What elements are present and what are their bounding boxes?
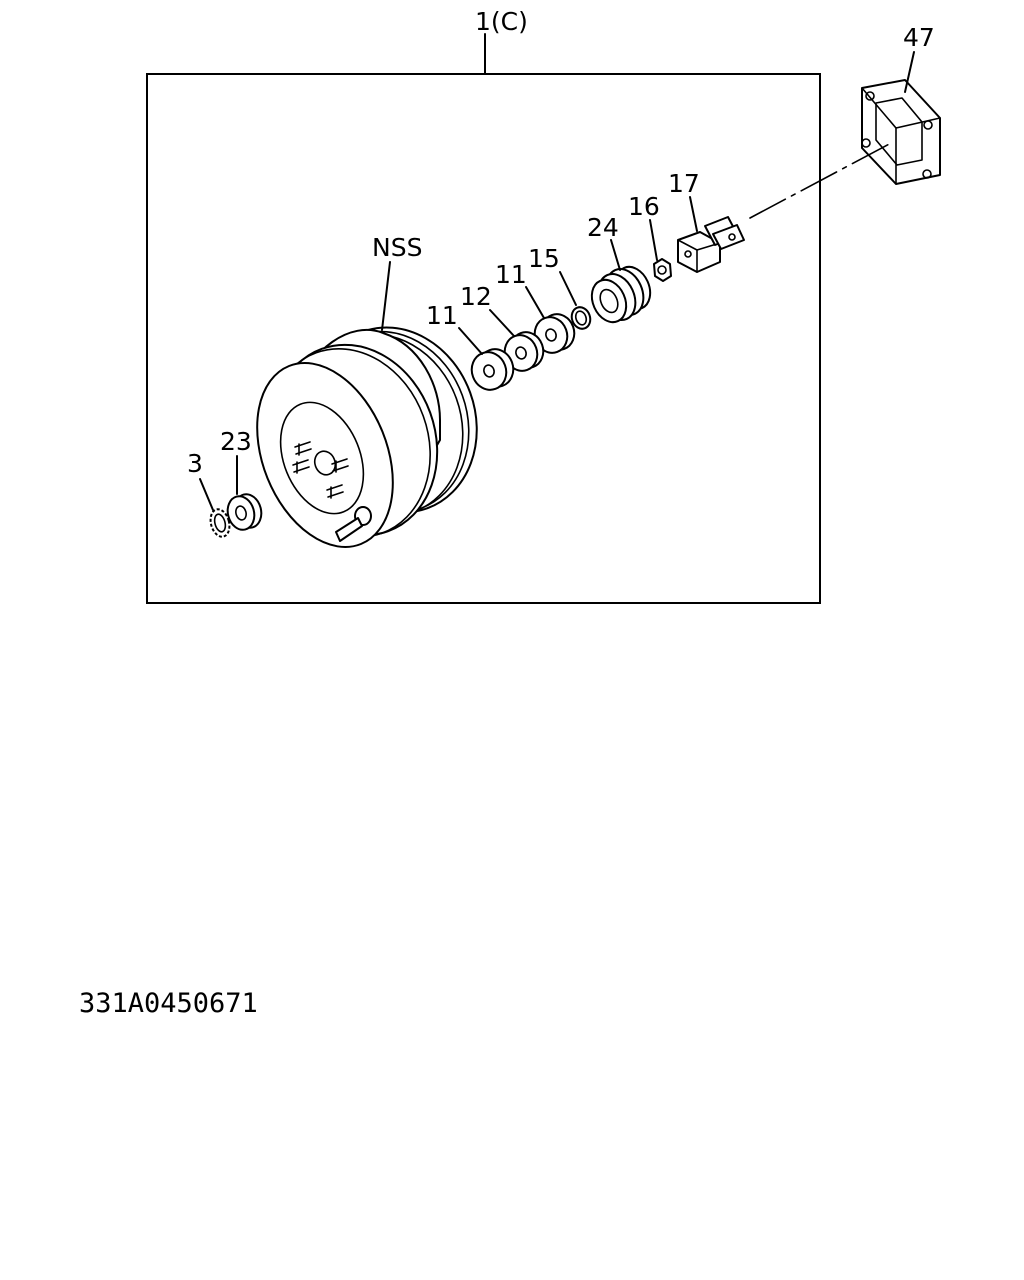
part-15-ring — [570, 306, 592, 330]
label-16: 16 — [628, 192, 660, 221]
part-17-clevis — [677, 216, 745, 273]
nss-leader — [381, 261, 391, 331]
part-11a-leader — [458, 327, 483, 355]
label-17: 17 — [668, 169, 700, 198]
part-24-leader — [610, 239, 621, 271]
drawing-code: 331A0450671 — [79, 988, 258, 1019]
part-47-gasket-plate — [861, 79, 941, 185]
label-12: 12 — [460, 282, 492, 311]
part-15-leader — [559, 271, 577, 306]
label-11a: 11 — [426, 301, 458, 330]
part-17-leader — [689, 196, 698, 232]
part-24-boot — [590, 265, 652, 324]
part-3-leader — [199, 478, 214, 511]
part-16-leader — [649, 219, 658, 261]
part-12-washer — [503, 331, 545, 372]
label-23: 23 — [220, 427, 252, 456]
label-assembly: 1(C) — [475, 7, 528, 36]
nss-booster-body — [256, 326, 478, 548]
part-47-leader — [904, 51, 915, 93]
part-11b-leader — [525, 286, 545, 319]
label-47: 47 — [903, 23, 935, 52]
label-nss: NSS — [372, 233, 422, 262]
part-23-seal — [226, 493, 263, 531]
part-11b-bushing — [533, 313, 576, 354]
label-11b: 11 — [495, 260, 527, 289]
label-24: 24 — [587, 213, 619, 242]
part-3-retainer — [209, 508, 231, 538]
assembly-frame — [146, 73, 821, 604]
part-16-nut — [653, 258, 672, 282]
centerline — [749, 141, 894, 219]
label-3: 3 — [187, 449, 203, 478]
part-12-leader — [489, 309, 515, 337]
label-15: 15 — [528, 244, 560, 273]
